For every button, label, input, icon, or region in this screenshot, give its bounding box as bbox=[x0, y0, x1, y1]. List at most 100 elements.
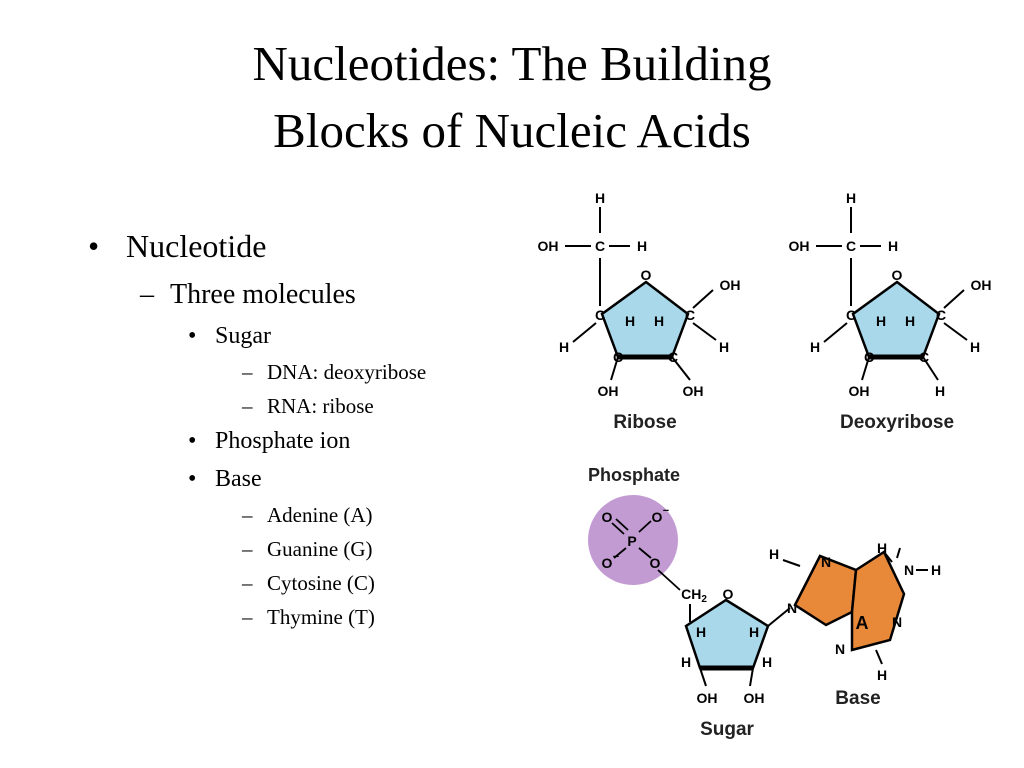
slide-title: Nucleotides: The Building Blocks of Nucl… bbox=[0, 30, 1024, 164]
base-rings bbox=[793, 550, 906, 652]
atom-label: O bbox=[650, 555, 661, 571]
atom-label: OH bbox=[538, 238, 559, 254]
dash-marker: – bbox=[140, 279, 154, 310]
bullet-rna: –RNA: ribose bbox=[242, 394, 374, 419]
atom-label: H bbox=[905, 313, 915, 329]
atom-label: N bbox=[904, 562, 914, 578]
atom-label: H bbox=[935, 383, 945, 399]
ribose-label: Ribose bbox=[613, 412, 676, 433]
atom-label: H bbox=[625, 313, 635, 329]
charge-sign: − bbox=[613, 551, 619, 563]
ch2-group: CH2 bbox=[681, 586, 707, 605]
bullet-text: Sugar bbox=[215, 323, 271, 349]
dash-marker: – bbox=[242, 394, 253, 418]
bullet-base: •Base bbox=[188, 466, 262, 493]
bullet-text: RNA: ribose bbox=[267, 394, 374, 418]
atom-label: OH bbox=[720, 277, 741, 293]
base-letter: A bbox=[856, 613, 869, 633]
atom-label: OH bbox=[683, 383, 704, 399]
bullet-marker: • bbox=[188, 323, 197, 349]
atom-label: H bbox=[769, 546, 779, 562]
sugar-atoms: CH2 O H H H H OH OH bbox=[681, 586, 772, 706]
bullet-text: Guanine (G) bbox=[267, 537, 373, 561]
atom-label: C bbox=[864, 349, 874, 365]
ribose-atoms: H OH C H O OH C C H H H H C C OH OH bbox=[538, 190, 741, 399]
atom-label: O bbox=[602, 509, 613, 525]
bullet-text: DNA: deoxyribose bbox=[267, 360, 427, 384]
atom-label: OH bbox=[849, 383, 870, 399]
base-six-ring bbox=[850, 550, 906, 652]
atom-label: H bbox=[877, 667, 887, 683]
atom-label: H bbox=[749, 624, 759, 640]
atom-label: H bbox=[637, 238, 647, 254]
deoxyribose-atoms: H OH C H O OH C C H H H H C C OH H bbox=[789, 190, 992, 399]
bullet-guanine: –Guanine (G) bbox=[242, 537, 373, 562]
atom-label: N bbox=[835, 641, 845, 657]
phosphate-bonds bbox=[611, 518, 681, 591]
nucleotide-structure: Phosphate O O P O O − − bbox=[588, 465, 941, 740]
atom-label: H bbox=[970, 339, 980, 355]
dash-marker: – bbox=[242, 537, 253, 561]
atom-label: N bbox=[821, 554, 831, 570]
base-bonds bbox=[782, 547, 928, 665]
bullet-text: Cytosine (C) bbox=[267, 571, 375, 595]
dash-marker: – bbox=[242, 605, 253, 629]
atom-label: CH bbox=[681, 586, 701, 602]
atom-label: C bbox=[595, 238, 605, 254]
atom-label: H bbox=[762, 654, 772, 670]
charge-sign: − bbox=[663, 505, 669, 517]
atom-label: O bbox=[892, 267, 903, 283]
sugar-label: Sugar bbox=[700, 719, 754, 740]
atom-label: H bbox=[595, 190, 605, 206]
bullet-text: Nucleotide bbox=[126, 228, 267, 264]
dash-marker: – bbox=[242, 571, 253, 595]
bullet-text: Three molecules bbox=[170, 279, 356, 310]
atom-label: H bbox=[888, 238, 898, 254]
bullet-text: Base bbox=[215, 466, 262, 492]
bullet-dna: –DNA: deoxyribose bbox=[242, 360, 426, 385]
atom-label: H bbox=[846, 190, 856, 206]
bullet-marker: • bbox=[88, 228, 100, 264]
atom-label: O bbox=[641, 267, 652, 283]
atom-label: H bbox=[810, 339, 820, 355]
atom-label: H bbox=[559, 339, 569, 355]
ribose-ring bbox=[600, 280, 690, 359]
atom-label: H bbox=[696, 624, 706, 640]
atom-label: OH bbox=[744, 690, 765, 706]
atom-label: N bbox=[892, 614, 902, 630]
bullet-cytosine: –Cytosine (C) bbox=[242, 571, 375, 596]
atom-label: OH bbox=[789, 238, 810, 254]
bullet-sugar: • Sugar bbox=[188, 323, 271, 350]
atom-label: O bbox=[602, 555, 613, 571]
sugar-bonds bbox=[689, 604, 791, 687]
atom-label: C bbox=[846, 307, 856, 323]
deoxyribose-ring bbox=[851, 280, 941, 359]
phosphate-charges: − − bbox=[613, 505, 669, 563]
atom-label: C bbox=[595, 307, 605, 323]
atom-label: O bbox=[723, 586, 734, 602]
bullet-list: •Nucleotide –Three molecules •Sugar –DNA… bbox=[0, 0, 500, 768]
title-line-1: Nucleotides: The Building bbox=[252, 36, 772, 91]
atom-label: H bbox=[719, 339, 729, 355]
bullet-text: Thymine (T) bbox=[267, 605, 375, 629]
bullet-thymine: –Thymine (T) bbox=[242, 605, 375, 630]
atom-label: C bbox=[613, 349, 623, 365]
atom-label: H bbox=[931, 562, 941, 578]
atom-label: C bbox=[668, 349, 678, 365]
bullet-text: Phosphate ion bbox=[215, 428, 351, 454]
dash-marker: – bbox=[242, 503, 253, 527]
atom-label: H bbox=[681, 654, 691, 670]
atom-label: C bbox=[919, 349, 929, 365]
atom-label: C bbox=[846, 238, 856, 254]
dash-marker: – bbox=[242, 360, 253, 384]
bullet-adenine: –Adenine (A) bbox=[242, 503, 373, 528]
subscript: 2 bbox=[701, 594, 707, 605]
atom-label: P bbox=[627, 533, 636, 549]
atom-label: H bbox=[876, 313, 886, 329]
title-line-2: Blocks of Nucleic Acids bbox=[273, 103, 751, 158]
deoxyribose-bonds bbox=[816, 207, 968, 381]
phosphate-atoms: O O P O O bbox=[602, 509, 663, 571]
atom-label: O bbox=[652, 509, 663, 525]
atom-label: C bbox=[685, 307, 695, 323]
